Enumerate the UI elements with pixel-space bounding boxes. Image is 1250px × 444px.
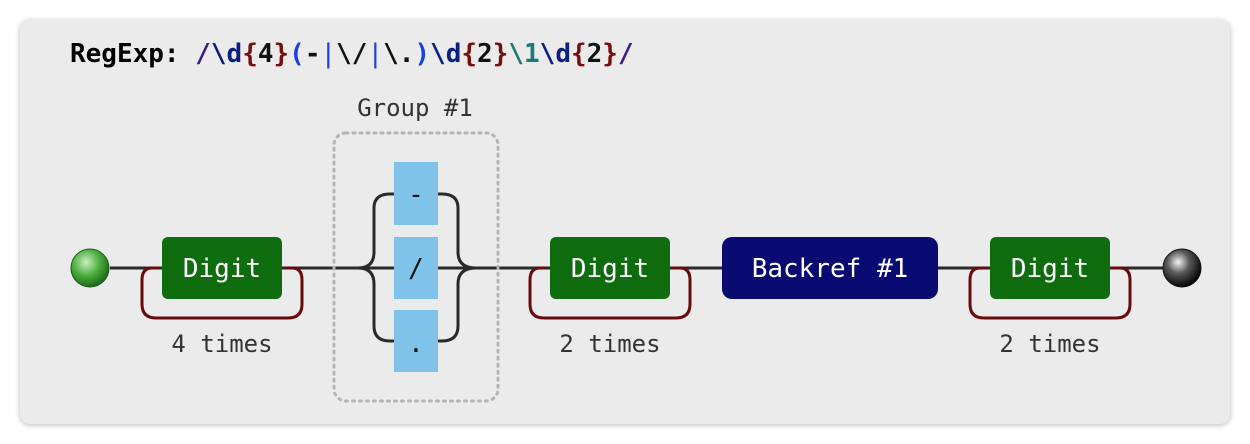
regex-token: } [273,39,290,69]
diagram-panel [20,20,1230,424]
regex-token: \. [383,39,415,69]
char-slash: / [408,254,424,284]
regex-token: | [320,39,337,69]
regex-token: / [195,39,211,69]
digit-node-1 [162,237,282,299]
start-node [70,248,110,288]
backref-node [722,237,938,299]
regex-label: RegExp: [70,39,180,69]
regex-token: / [617,39,634,69]
regex-token: } [602,39,618,69]
end-node [1162,248,1202,288]
regex-token: } [492,39,509,69]
group-label: Group #1 [357,94,473,122]
regex-token: \d [210,39,243,69]
regex-token: 2 [586,39,603,69]
repeat-loop-digit-1 [140,266,304,320]
regex-token: - [304,39,321,69]
alternatives: - / . [394,162,438,372]
regex-token: { [242,39,258,69]
regex-token: 4 [257,39,274,69]
branch-bottom-right [438,266,477,343]
regex-token: \d [430,39,462,69]
digit-node-1-label: Digit [183,254,261,284]
backref-node-label: Backref #1 [752,254,909,284]
regex-token: ) [414,39,431,69]
regex-token: { [461,39,478,69]
repeat-loops [140,266,1132,320]
branch-top-left [357,192,394,270]
regex-pattern: /\d{4}(-|\/|\.)\d{2}\1\d{2}/ [195,39,633,69]
char-dot: . [408,329,424,359]
char-box-dash [394,162,438,225]
regex-token: 2 [477,39,493,69]
repeat-loop-digit-2 [528,266,692,320]
repeat-label-2: 2 times [559,330,660,358]
digit-node-3 [990,237,1110,299]
regex-token: \1 [508,39,540,69]
repeat-label-1: 4 times [171,330,272,358]
regex-token: ( [289,39,305,69]
alternation-branches [357,192,477,343]
digit-node-3-label: Digit [1011,254,1089,284]
regex-token: \/ [336,39,368,69]
regex-token: | [367,39,384,69]
branch-bottom-left [357,266,394,343]
regex-expression: RegExp: /\d{4}(-|\/|\.)\d{2}\1\d{2}/ [70,34,634,74]
repeat-loop-digit-3 [968,266,1132,320]
branch-top-right [438,192,477,270]
group-box [332,131,500,403]
regex-token: \d [539,39,571,69]
repeat-label-3: 2 times [999,330,1100,358]
char-box-slash [394,237,438,299]
regex-token: { [570,39,587,69]
char-box-dot [394,310,438,372]
digit-node-2 [550,237,670,299]
char-dash: - [408,180,424,210]
digit-node-2-label: Digit [571,254,649,284]
